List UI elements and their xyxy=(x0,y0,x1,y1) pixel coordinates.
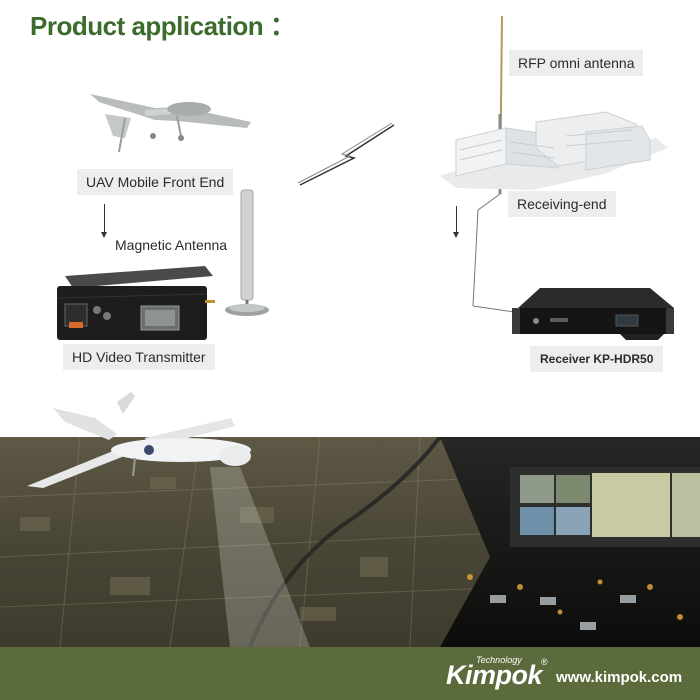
label-magnetic-antenna: Magnetic Antenna xyxy=(115,237,228,253)
drone-icon xyxy=(27,392,251,488)
label-receiver-model: Receiver KP-HDR50 xyxy=(530,346,664,372)
label-receiving-end: Receiving-end xyxy=(508,191,616,217)
scene-aerial-control-room xyxy=(0,437,700,647)
transmitter-box-icon xyxy=(56,266,215,340)
label-hd-video-transmitter: HD Video Transmitter xyxy=(63,344,215,370)
receiver-rack-icon xyxy=(512,288,674,340)
brand-logo: Kimpok xyxy=(446,660,543,690)
brand-url-link[interactable]: www.kimpok.com xyxy=(556,669,683,686)
magnetic-antenna-icon xyxy=(225,189,269,316)
uav-plane-icon xyxy=(90,94,251,153)
label-rfp-omni-antenna: RFP omni antenna xyxy=(509,50,644,76)
arrow-down-2 xyxy=(453,206,459,238)
page-title: Product application ： xyxy=(30,11,296,41)
label-uav-front-end: UAV Mobile Front End xyxy=(77,169,234,195)
brand-registered-mark: ® xyxy=(541,657,548,667)
arrow-down-1 xyxy=(101,204,107,238)
control-room-screen-icon xyxy=(520,473,700,537)
footer-bar: Technology Kimpok ® www.kimpok.com xyxy=(0,647,700,700)
lightning-signal-icon xyxy=(297,122,395,186)
brand-technology: Technology xyxy=(476,655,522,665)
building-icon xyxy=(440,111,668,190)
